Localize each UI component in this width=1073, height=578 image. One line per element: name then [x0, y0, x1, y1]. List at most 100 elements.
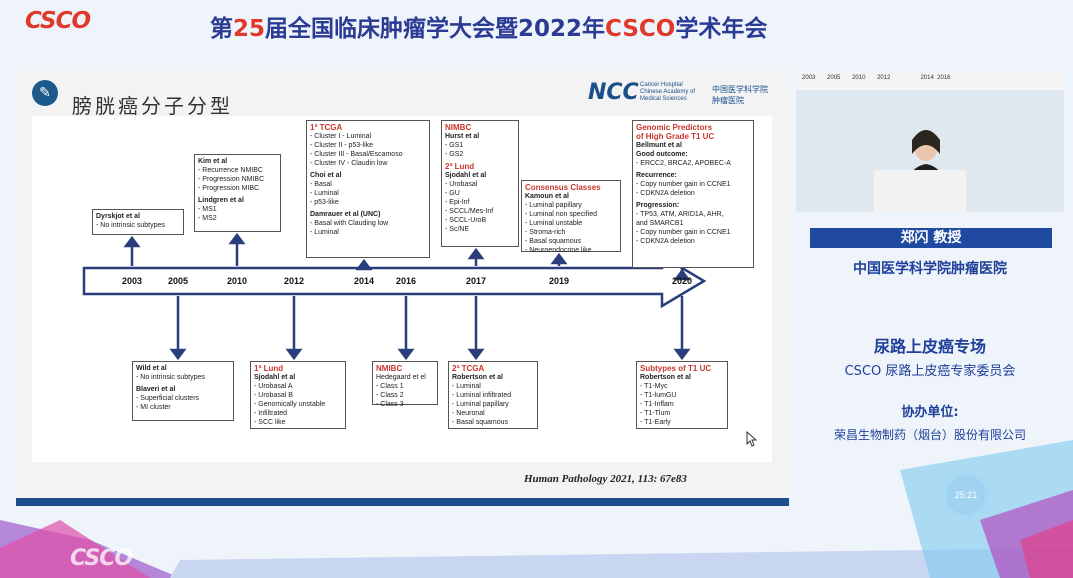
speaker-affiliation: 中国医学科学院肿瘤医院: [853, 261, 1007, 277]
box-line: - GS1: [445, 142, 464, 149]
box-line: - Basal with Clauding low: [310, 220, 389, 227]
box-line: Blaveri et al: [136, 386, 176, 393]
box-line: Progression:: [636, 202, 680, 209]
year-label: 2014: [354, 276, 375, 286]
arrow-head-icon: [355, 258, 373, 271]
box-line: - Class 3: [376, 401, 404, 408]
box-line: - Copy number gain in CCNE1: [636, 229, 731, 236]
box-line: - T1-lumGU: [640, 392, 677, 399]
box-line: - T1-Myc: [640, 383, 668, 390]
box-line: - SCCL/Mes-Inf: [445, 208, 494, 215]
box-line: - Luminal: [310, 190, 339, 197]
co-organizer: 荣昌生物制药（烟台）股份有限公司: [833, 428, 1026, 442]
year-label: 2012: [284, 276, 305, 286]
co-organizer-label: 协办单位:: [901, 405, 959, 420]
citation: Human Pathology 2021, 113: 67e83: [524, 473, 687, 485]
year-label: 2003: [122, 276, 143, 286]
box-line: - CDKN2A deletion: [636, 238, 695, 245]
box-line: - Cluster IV - Claudin low: [310, 160, 388, 167]
box-line: - Luminal: [452, 383, 481, 390]
box-line: - Luminal papillary: [452, 401, 509, 408]
box-line: - Recurrence NMIBC: [198, 167, 263, 174]
session-committee: CSCO 尿路上皮癌专家委员会: [844, 364, 1016, 379]
presentation-slide: ✎ 膀胱癌分子分型 NCC Cancer Hospital Chinese Ac…: [16, 70, 789, 506]
arrow-head-icon: [467, 247, 485, 260]
video-year-row: 2003 2005 2010 2012 2014 2016: [802, 75, 951, 81]
box-line: - Class 1: [376, 383, 404, 390]
box-line: - SCC like: [254, 419, 286, 426]
arrow-head-icon: [550, 252, 568, 265]
box-line: Recurrence:: [636, 172, 677, 179]
year-label: 2020: [672, 276, 693, 286]
arrow-head-icon: [228, 232, 246, 245]
box-line: - Epi-Inf: [445, 199, 470, 206]
box-line: - Stroma-rich: [525, 229, 566, 236]
box-line: Sjodahl et al: [254, 374, 296, 381]
box-line: - MS2: [198, 215, 217, 222]
box-line: - Urobasal A: [254, 383, 293, 390]
box-line: - Urobasal: [445, 181, 478, 188]
box-line: Subtypes of T1 UC: [640, 364, 712, 373]
arrow-head-icon: [123, 235, 141, 248]
csco-watermark: CSCO: [70, 546, 133, 571]
mouse-cursor-icon: [746, 431, 758, 447]
box-line: Wild et al: [136, 365, 167, 372]
box-line: Hedegaard et el: [376, 374, 426, 381]
box-line: - Basal: [310, 181, 332, 188]
box-line: - Progression NMIBC: [198, 176, 265, 183]
box-line: - T1-Tlum: [640, 410, 671, 417]
box-line: - ERCC2, BRCA2, APOBEC-A: [636, 160, 731, 167]
box-line: - Copy number gain in CCNE1: [636, 181, 731, 188]
box-line: Kamoun et al: [525, 193, 569, 200]
box-line: - Basal squamous: [452, 419, 509, 426]
year-label: 2005: [168, 276, 189, 286]
slide-title: 膀胱癌分子分型: [72, 94, 233, 118]
box-line: - Genomically unstable: [254, 401, 326, 408]
box-line: - Cluster III - Basal/Escamoso: [310, 151, 403, 158]
box-line: 2ª Lund: [445, 162, 475, 171]
box-line: Consensus Classes: [525, 183, 601, 192]
arrow-head-icon: [169, 348, 187, 361]
timer-badge: 25:21: [949, 478, 983, 512]
box-line: - T1-Inflam: [640, 401, 674, 408]
box-line: - TP53, ATM, ARID1A, AHR,: [636, 211, 724, 218]
arrow-head-icon: [673, 268, 691, 281]
box-line: - Superficial clusters: [136, 395, 200, 402]
podium: [874, 170, 966, 212]
box-line: - Neuroendocrine like: [525, 247, 592, 254]
year-label: 2019: [549, 276, 570, 286]
box-line: - Basal squamous: [525, 238, 582, 245]
box-line: - p53-like: [310, 199, 339, 206]
arrow-head-icon: [397, 348, 415, 361]
box-line: NMIBC: [376, 364, 403, 373]
box-line: Kim et al: [198, 158, 228, 165]
box-line: - Luminal non specified: [525, 211, 597, 218]
box-line: - Progression MIBC: [198, 185, 260, 192]
box-line: Good outcome:: [636, 151, 688, 158]
box-line: - MS1: [198, 206, 217, 213]
year-label: 2010: [227, 276, 248, 286]
box-line: Sjodahl et al: [445, 172, 487, 179]
box-line: - Neuronal: [452, 410, 485, 417]
box-line: - Luminal infiltrated: [452, 392, 512, 399]
slide-rule: [16, 498, 789, 506]
box-line: Robertson et al: [640, 374, 691, 381]
box-line: - GS2: [445, 151, 464, 158]
box-line: Bellmunt et al: [636, 142, 682, 149]
box-line: - Urobasal B: [254, 392, 293, 399]
box-line: - Infiltrated: [254, 410, 288, 417]
box-line: - CDKN2A deletion: [636, 190, 695, 197]
box-line: and SMARCB1: [636, 220, 684, 227]
year-label: 2016: [396, 276, 417, 286]
box-line: 1ª Lund: [254, 364, 284, 373]
speaker-name: 郑闪 教授: [810, 228, 1052, 248]
box-line: 1ª TCGA: [310, 123, 343, 132]
arrow-head-icon: [673, 348, 691, 361]
top-box: Kim et al - Recurrence NMIBC - Progression…: [194, 154, 281, 232]
arrow-head-icon: [285, 348, 303, 361]
